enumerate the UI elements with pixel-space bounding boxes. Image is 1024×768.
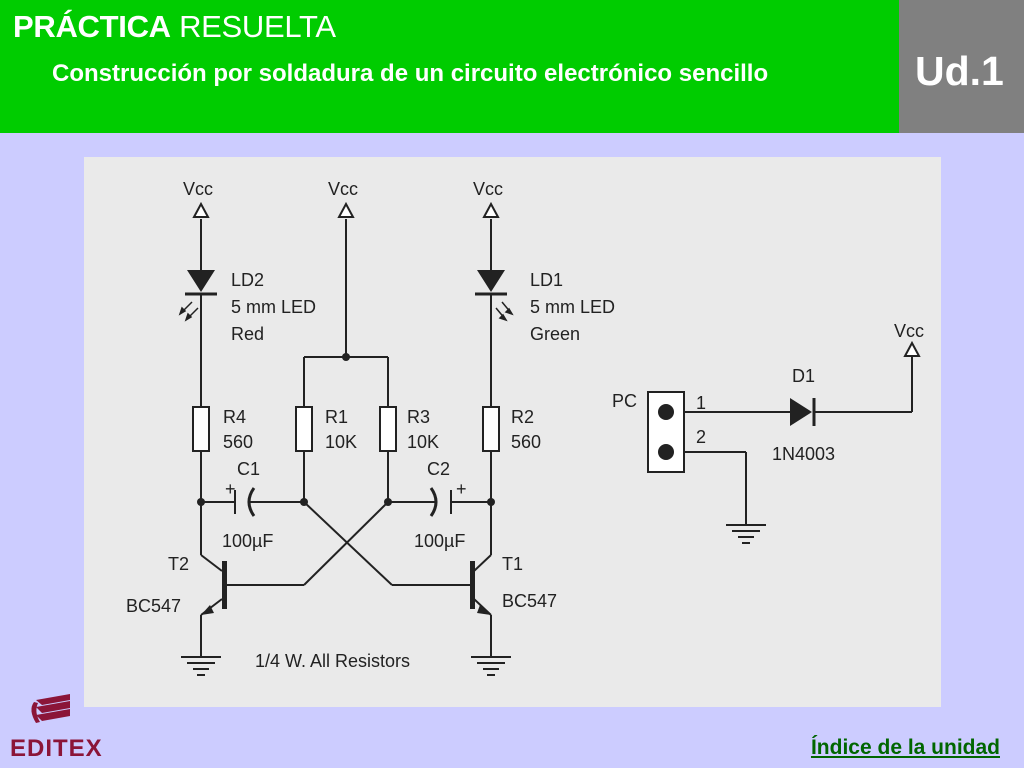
t1-name: T1 (502, 554, 523, 574)
c1-polarity: + (225, 479, 236, 499)
d1-name: D1 (792, 366, 815, 386)
circuit-schematic: Vcc Vcc Vcc Vcc LD2 5 mm LED Red LD1 5 m… (84, 157, 941, 707)
r4-name: R4 (223, 407, 246, 427)
pc-label: PC (612, 391, 637, 411)
ld1-size: 5 mm LED (530, 297, 615, 317)
t2-model: BC547 (126, 596, 181, 616)
ld2-color: Red (231, 324, 264, 344)
title-bold: PRÁCTICA (13, 9, 171, 44)
editex-logo-icon: EDITEX (10, 694, 103, 762)
ld2-name: LD2 (231, 270, 264, 290)
r1-value: 10K (325, 432, 357, 452)
d1-model: 1N4003 (772, 444, 835, 464)
schematic-svg: Vcc Vcc Vcc Vcc LD2 5 mm LED Red LD1 5 m… (126, 179, 924, 676)
header-bar (0, 0, 899, 133)
vcc-label-1: Vcc (183, 179, 213, 199)
logo-text: EDITEX (10, 735, 103, 762)
r1-name: R1 (325, 407, 348, 427)
c2-value: 100µF (414, 531, 465, 551)
ld1-color: Green (530, 324, 580, 344)
ld2-size: 5 mm LED (231, 297, 316, 317)
unit-label: Ud.1 (915, 48, 1004, 94)
r2-value: 560 (511, 432, 541, 452)
page-title: PRÁCTICA RESUELTA (13, 9, 336, 45)
vcc-label-3: Vcc (473, 179, 503, 199)
vcc-label-4: Vcc (894, 321, 924, 341)
unit-box (899, 0, 1024, 133)
t1-model: BC547 (502, 591, 557, 611)
resistor-note: 1/4 W. All Resistors (255, 651, 410, 671)
c2-name: C2 (427, 459, 450, 479)
ld1-name: LD1 (530, 270, 563, 290)
c1-name: C1 (237, 459, 260, 479)
r2-name: R2 (511, 407, 534, 427)
pc-pin1: 1 (696, 393, 706, 413)
r3-value: 10K (407, 432, 439, 452)
pc-pin2: 2 (696, 427, 706, 447)
title-rest: RESUELTA (179, 9, 336, 44)
r3-name: R3 (407, 407, 430, 427)
c2-polarity: + (456, 479, 467, 499)
unit-index-link[interactable]: Índice de la unidad (810, 736, 1000, 759)
c1-value: 100µF (222, 531, 273, 551)
page-subtitle: Construcción por soldadura de un circuit… (52, 60, 769, 87)
vcc-label-2: Vcc (328, 179, 358, 199)
t2-name: T2 (168, 554, 189, 574)
editex-logo: EDITEX (8, 690, 112, 762)
r4-value: 560 (223, 432, 253, 452)
